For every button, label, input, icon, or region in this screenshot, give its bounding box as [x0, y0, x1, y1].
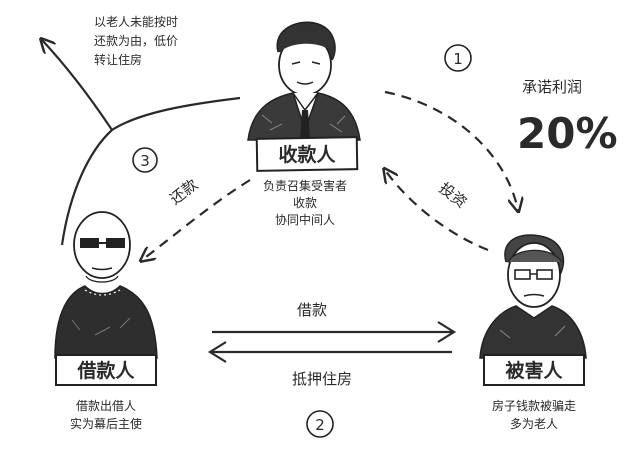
note-line-1: 以老人未能按时 [94, 15, 178, 29]
mortgage-label: 抵押住房 [292, 370, 352, 388]
collector-note-2: 收款 [293, 196, 317, 210]
borrower-label: 借款人 [76, 359, 135, 382]
borrower-notes: 借款出借人 实为幕后主使 [70, 399, 142, 431]
note-line-2: 还款为由，低价 [94, 34, 178, 48]
collector-note-3: 协同中间人 [275, 212, 335, 227]
step-2-badge: 2 [306, 410, 334, 438]
step-1-number: 1 [453, 50, 463, 68]
victim-notes: 房子钱款被骗走 多为老人 [492, 398, 576, 431]
invest-arrow [385, 170, 489, 252]
promise-value: 20% [517, 109, 618, 158]
invite-arrow [384, 90, 518, 210]
mortgage-arrow [207, 341, 452, 363]
victim-note-1: 房子钱款被骗走 [492, 398, 576, 413]
loan-arrow [212, 321, 457, 343]
victim-label: 被害人 [505, 359, 563, 382]
victim-label-box: 被害人 [483, 354, 585, 386]
collector-label-box: 收款人 [255, 136, 359, 172]
borrower-note-2: 实为幕后主使 [70, 416, 142, 431]
step-3-number: 3 [140, 152, 150, 170]
repay-label: 还款 [166, 175, 201, 208]
step-1-badge: 1 [444, 44, 472, 72]
victim-note-2: 多为老人 [510, 417, 558, 431]
borrower-label-box: 借款人 [55, 354, 157, 386]
borrower-figure [54, 211, 158, 359]
borrower-note-1: 借款出借人 [76, 399, 136, 413]
collector-note-1: 负责召集受害者 [263, 178, 347, 193]
top-left-note: 以老人未能按时 还款为由，低价 转让住房 [94, 15, 178, 67]
note-line-3: 转让住房 [94, 52, 142, 67]
loan-label: 借款 [297, 301, 327, 319]
repay-arrow [142, 179, 251, 260]
invest-label: 投资 [436, 179, 471, 212]
collector-notes: 负责召集受害者 收款 协同中间人 [263, 178, 347, 227]
step-2-number: 2 [315, 416, 325, 434]
collector-label: 收款人 [278, 143, 336, 166]
collector-figure [247, 21, 361, 141]
promise-block: 承诺利润 20% [517, 78, 618, 158]
victim-figure [479, 234, 587, 359]
step-3-badge: 3 [132, 147, 158, 173]
promise-label: 承诺利润 [522, 78, 582, 96]
transfer-house-arrow [42, 40, 241, 246]
